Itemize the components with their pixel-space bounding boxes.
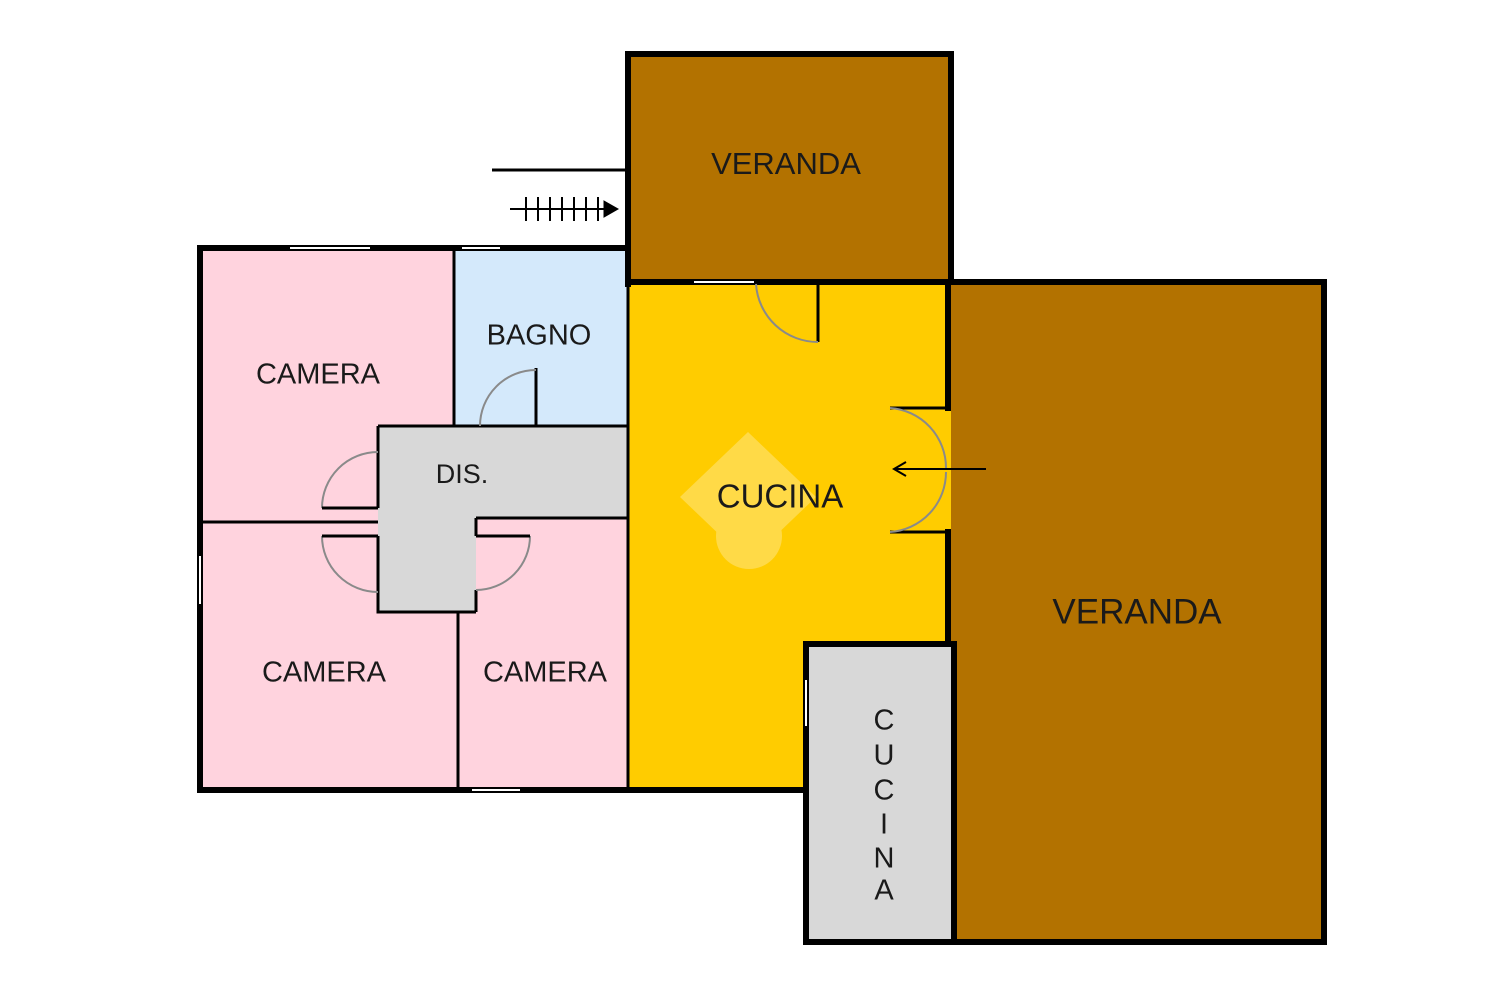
room-fills bbox=[202, 54, 1324, 942]
label-cucina-small: C U C I N A bbox=[874, 705, 895, 907]
label-cucina-small-letter: U bbox=[874, 740, 895, 772]
arrow-left-icon bbox=[892, 461, 986, 477]
label-cucina-small-letter: A bbox=[874, 875, 894, 907]
label-cucina-small-letter: C bbox=[874, 705, 895, 737]
doors bbox=[321, 283, 948, 593]
label-cucina-small-letter: N bbox=[874, 843, 895, 875]
label-cucina-small-letter: I bbox=[880, 809, 888, 841]
camera-bottom-middle-fill bbox=[458, 518, 628, 788]
veranda-top-fill bbox=[628, 54, 951, 280]
label-dis: DIS. bbox=[436, 459, 489, 489]
stairs-icon bbox=[492, 168, 628, 221]
dis-fill bbox=[378, 426, 628, 612]
windows bbox=[199, 247, 807, 791]
bagno-fill bbox=[454, 250, 628, 425]
label-cucina-main: CUCINA bbox=[717, 478, 844, 515]
cucina-fill-lower bbox=[628, 644, 808, 788]
cucina-small-fill bbox=[808, 644, 954, 942]
label-cucina-small-letter: C bbox=[874, 775, 895, 807]
label-bagno: BAGNO bbox=[487, 320, 592, 352]
veranda-right-fill bbox=[951, 284, 1324, 942]
location-pin-icon bbox=[680, 432, 816, 569]
label-camera-bottom-middle: CAMERA bbox=[483, 657, 608, 689]
label-camera-bottom-left: CAMERA bbox=[262, 657, 387, 689]
label-veranda-top: VERANDA bbox=[711, 146, 861, 181]
walls bbox=[197, 51, 1327, 945]
room-labels: VERANDA BAGNO CAMERA DIS. CUCINA VERANDA… bbox=[256, 146, 1222, 906]
label-camera-top-left: CAMERA bbox=[256, 359, 381, 391]
label-veranda-right: VERANDA bbox=[1052, 592, 1222, 631]
